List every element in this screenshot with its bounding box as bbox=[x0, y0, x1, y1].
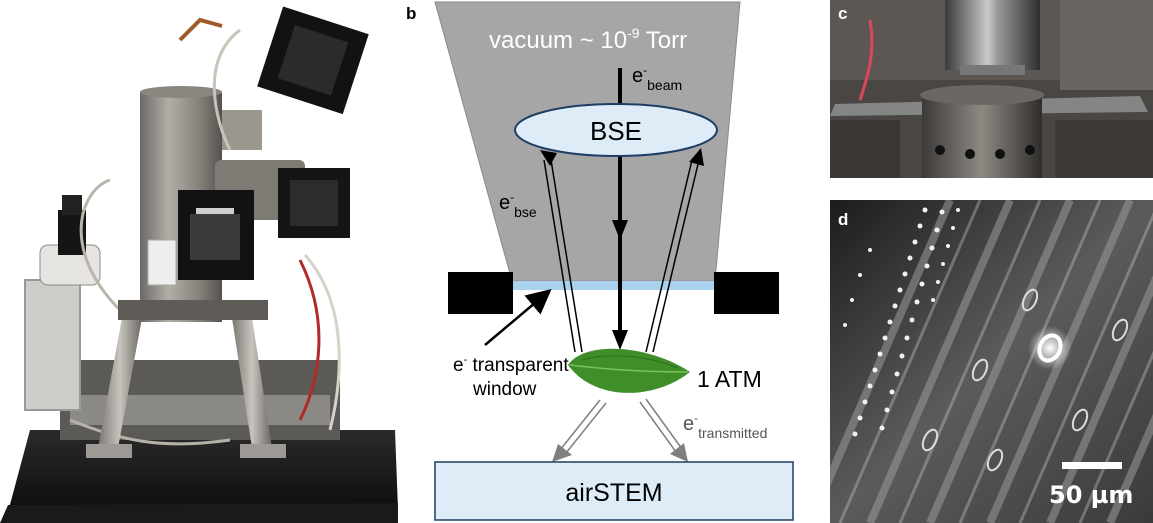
bse-arrow-left bbox=[540, 150, 583, 353]
vacuum-label: vacuum ~ 10-9 Torr bbox=[489, 25, 687, 54]
scale-bar-label: 50 µm bbox=[1049, 481, 1134, 509]
instrument-photo bbox=[0, 0, 400, 523]
panel-letter-c: c bbox=[838, 4, 848, 23]
bse-label: BSE bbox=[590, 116, 642, 146]
airstem-label: airSTEM bbox=[565, 479, 662, 507]
airstem-detector bbox=[434, 461, 794, 521]
beam-arrowhead-mid bbox=[612, 220, 628, 240]
micrograph-graphic bbox=[830, 200, 1153, 523]
panel-letter-d: d bbox=[838, 210, 849, 229]
stage-photo-graphic bbox=[830, 0, 1153, 178]
panel-letter-b: b bbox=[406, 4, 417, 23]
schematic-diagram: vacuum ~ 10-9 Torr e-beam BSE e-bse e- t… bbox=[434, 1, 794, 521]
window-pointer bbox=[484, 288, 552, 346]
beam-label: e-beam bbox=[632, 63, 682, 93]
bse-detector bbox=[514, 103, 718, 157]
window-holder-left bbox=[448, 272, 513, 314]
scale-bar bbox=[1062, 462, 1122, 469]
transmitted-arrow-left bbox=[552, 399, 607, 462]
bse-arrow-right bbox=[645, 148, 704, 353]
bse-electron-label: e-bse bbox=[499, 190, 537, 220]
beam-arrowhead-bottom bbox=[612, 330, 628, 350]
window-holder-right bbox=[714, 272, 779, 314]
atm-label: 1 ATM bbox=[697, 366, 762, 392]
leaf-sample bbox=[568, 348, 690, 393]
transmitted-label: e-transmitted bbox=[683, 411, 767, 441]
micrograph-image bbox=[830, 200, 1153, 523]
transparent-window bbox=[512, 281, 715, 290]
window-label-line2: window bbox=[472, 379, 537, 400]
transmitted-arrow-right bbox=[639, 398, 688, 462]
stage-photo bbox=[830, 0, 1153, 178]
instrument-photo-graphic bbox=[0, 0, 400, 523]
window-label: e- transparent bbox=[453, 354, 569, 376]
